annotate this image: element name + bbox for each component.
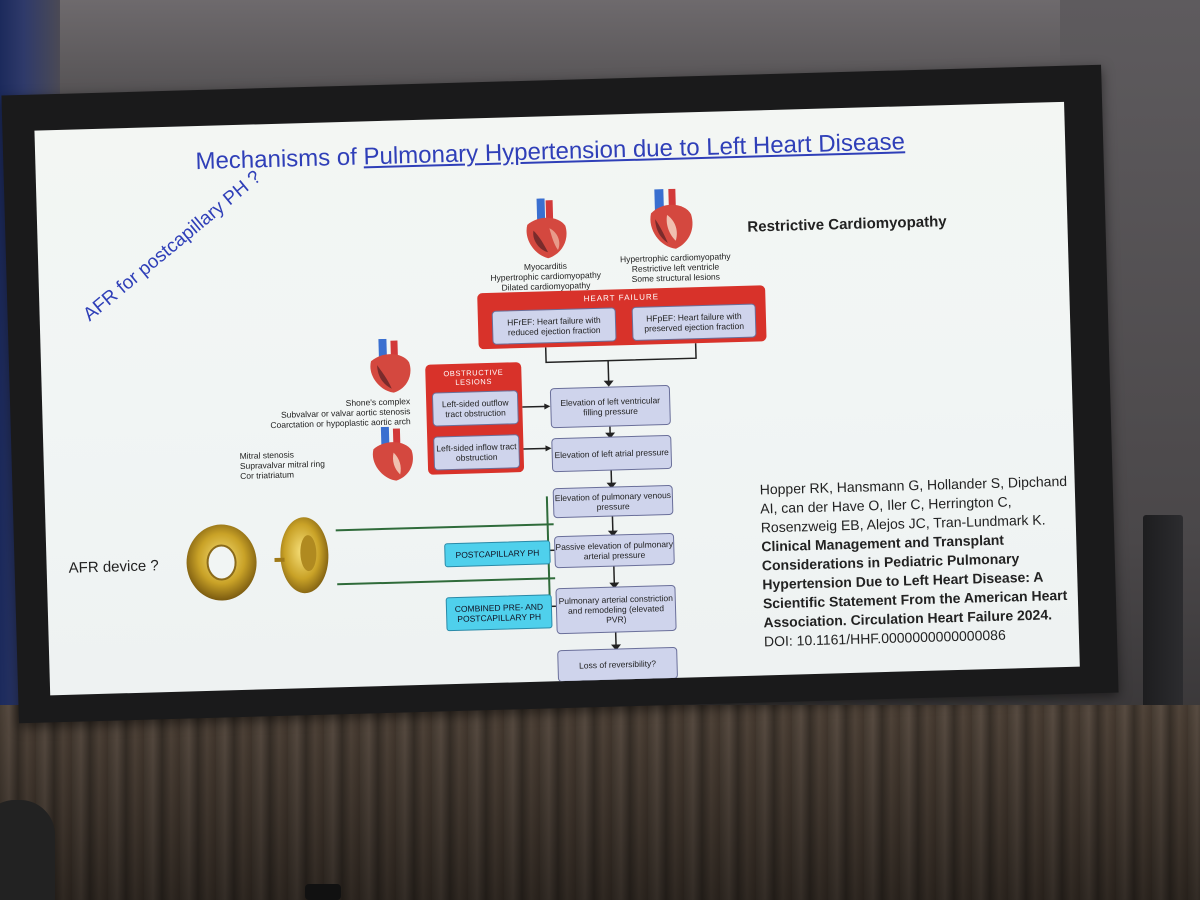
outflow-causes: Shone's complex Subvalvar or valvar aort… (238, 396, 411, 431)
heart-caption-left: Myocarditis Hypertrophic cardiomyopathy … (470, 259, 621, 293)
heart-caption-right: Hypertrophic cardiomyopathy Restrictive … (600, 251, 751, 285)
flow-step-la-pressure: Elevation of left atrial pressure (551, 434, 673, 473)
heart-illustration-icon (369, 426, 419, 483)
flow-step-passive-pa: Passive elevation of pulmonary arterial … (553, 532, 675, 569)
curtain-shade (0, 705, 1200, 900)
hfref-box: HFrEF: Heart failure with reduced ejecti… (491, 307, 617, 345)
presentation-slide: Mechanisms of Pulmonary Hypertension due… (34, 101, 1080, 696)
reference-title: Clinical Management and Transplant Consi… (761, 531, 1068, 631)
flow-step-reversibility: Loss of reversibility? (557, 646, 678, 683)
flow-step-pulm-venous: Elevation of pulmonary venous pressure (552, 484, 674, 519)
obstructive-lesions-box: OBSTRUCTIVE LESIONS Left-sided outflow t… (425, 362, 525, 475)
afr-device-side-icon (271, 512, 333, 603)
afr-device-label: AFR device ? (68, 557, 159, 577)
inflow-causes: Mitral stenosis Supravalvar mitral ring … (239, 448, 360, 481)
afr-device-front-icon (183, 520, 259, 609)
hfpef-box: HFpEF: Heart failure with preserved ejec… (631, 303, 757, 341)
stage-curtain (0, 705, 1200, 900)
heart-failure-box: HEART FAILURE HFrEF: Heart failure with … (477, 285, 767, 350)
projection-screen: Mechanisms of Pulmonary Hypertension due… (1, 64, 1119, 724)
heart-illustration-icon (644, 188, 698, 251)
audience-member-silhouette (0, 800, 55, 900)
reference-authors: Hopper RK, Hansmann G, Hollander S, Dipc… (759, 472, 1068, 536)
flow-step-remodeling: Pulmonary arterial constriction and remo… (555, 584, 677, 635)
reference-citation: Hopper RK, Hansmann G, Hollander S, Dipc… (759, 472, 1074, 652)
combined-ph-box: COMBINED PRE- AND POSTCAPILLARY PH (445, 594, 553, 632)
inflow-obstruction-box: Left-sided inflow tract obstruction (433, 434, 521, 471)
obstructive-lesions-heading: OBSTRUCTIVE LESIONS (443, 367, 504, 387)
flow-step-lv-filling: Elevation of left ventricular filling pr… (549, 384, 671, 429)
outflow-obstruction-box: Left-sided outflow tract obstruction (431, 390, 519, 427)
postcapillary-ph-box: POSTCAPILLARY PH (444, 540, 551, 568)
microphone-top (305, 884, 341, 900)
heart-illustration-icon (366, 338, 416, 395)
speaker-cabinet (1143, 515, 1183, 720)
heart-illustration-icon (519, 198, 573, 261)
